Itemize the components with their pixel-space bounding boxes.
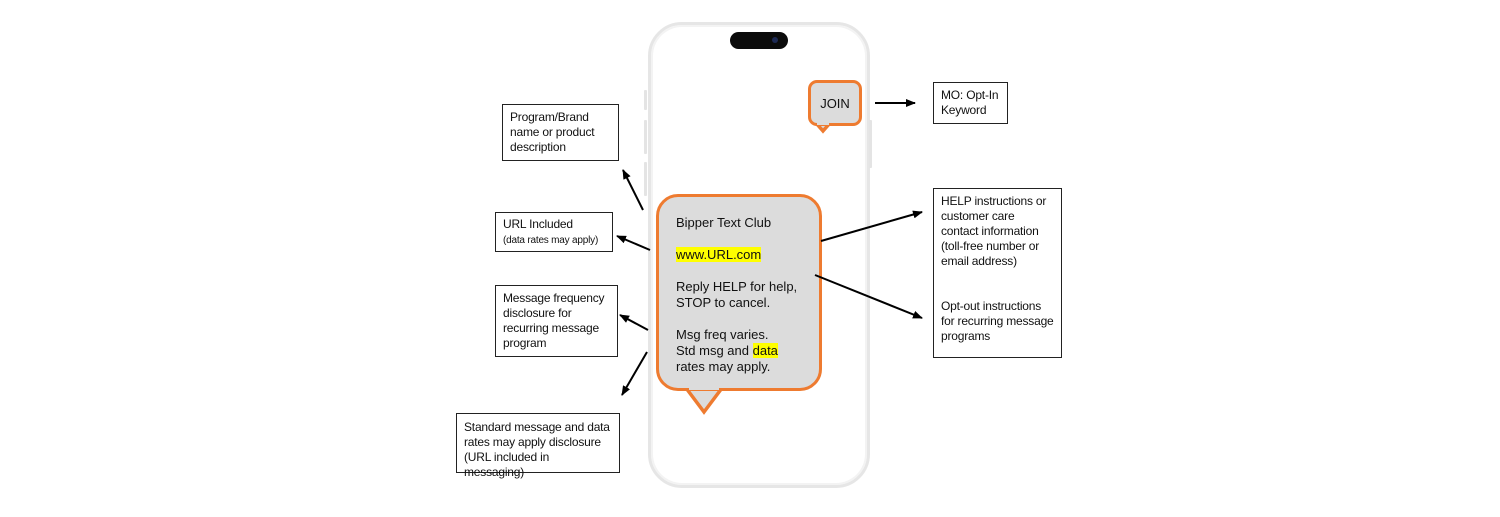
label-help-text: HELP instructions or customer care conta…: [941, 194, 1047, 268]
label-help-opt-out: HELP instructions or customer care conta…: [933, 188, 1062, 358]
arrow-standard-rates: [621, 351, 648, 396]
phone-side-button: [644, 120, 647, 154]
arrow-url: [616, 235, 651, 251]
help-line-1: Reply HELP for help,: [676, 279, 798, 294]
camera-icon: [772, 37, 778, 43]
message-bubble: Bipper Text Club www.URL.com Reply HELP …: [656, 194, 822, 391]
label-opt-out-text: Opt-out instructions for recurring messa…: [941, 299, 1054, 343]
rates-prefix: Std msg and: [676, 343, 753, 358]
arrow-opt-out: [814, 274, 923, 319]
label-message-frequency: Message frequency disclosure for recurri…: [495, 285, 618, 357]
label-brand-name: Program/Brand name or product descriptio…: [502, 104, 619, 161]
help-line-2: STOP to cancel.: [676, 295, 771, 310]
label-text: Message frequency disclosure for recurri…: [503, 291, 605, 350]
phone-side-button: [869, 120, 872, 168]
arrow-help: [820, 210, 923, 242]
brand-text: Bipper Text Club: [676, 215, 772, 230]
label-standard-rates: Standard message and data rates may appl…: [456, 413, 620, 479]
rates-suffix: rates may apply.: [676, 359, 771, 374]
label-text: URL Included: [503, 217, 573, 231]
phone-notch: [730, 32, 788, 49]
frequency-text: Msg freq varies.: [676, 327, 769, 342]
label-note: (data rates may apply): [503, 235, 599, 246]
phone-side-button: [644, 162, 647, 196]
label-text: Program/Brand name or product descriptio…: [510, 110, 595, 154]
arrow-frequency: [619, 314, 649, 331]
rates-highlight: data: [752, 343, 778, 358]
label-text: Standard message and data rates may appl…: [464, 420, 610, 479]
opt-in-bubble: JOIN: [808, 80, 862, 126]
opt-in-keyword-text: JOIN: [820, 95, 850, 111]
label-opt-in-keyword: MO: Opt-In Keyword: [933, 82, 1008, 124]
label-text: MO: Opt-In Keyword: [941, 88, 999, 117]
arrow-brand: [622, 169, 644, 211]
label-url-included: URL Included (data rates may apply): [495, 212, 613, 252]
url-text: www.URL.com: [676, 247, 762, 262]
phone-side-button: [644, 90, 647, 110]
